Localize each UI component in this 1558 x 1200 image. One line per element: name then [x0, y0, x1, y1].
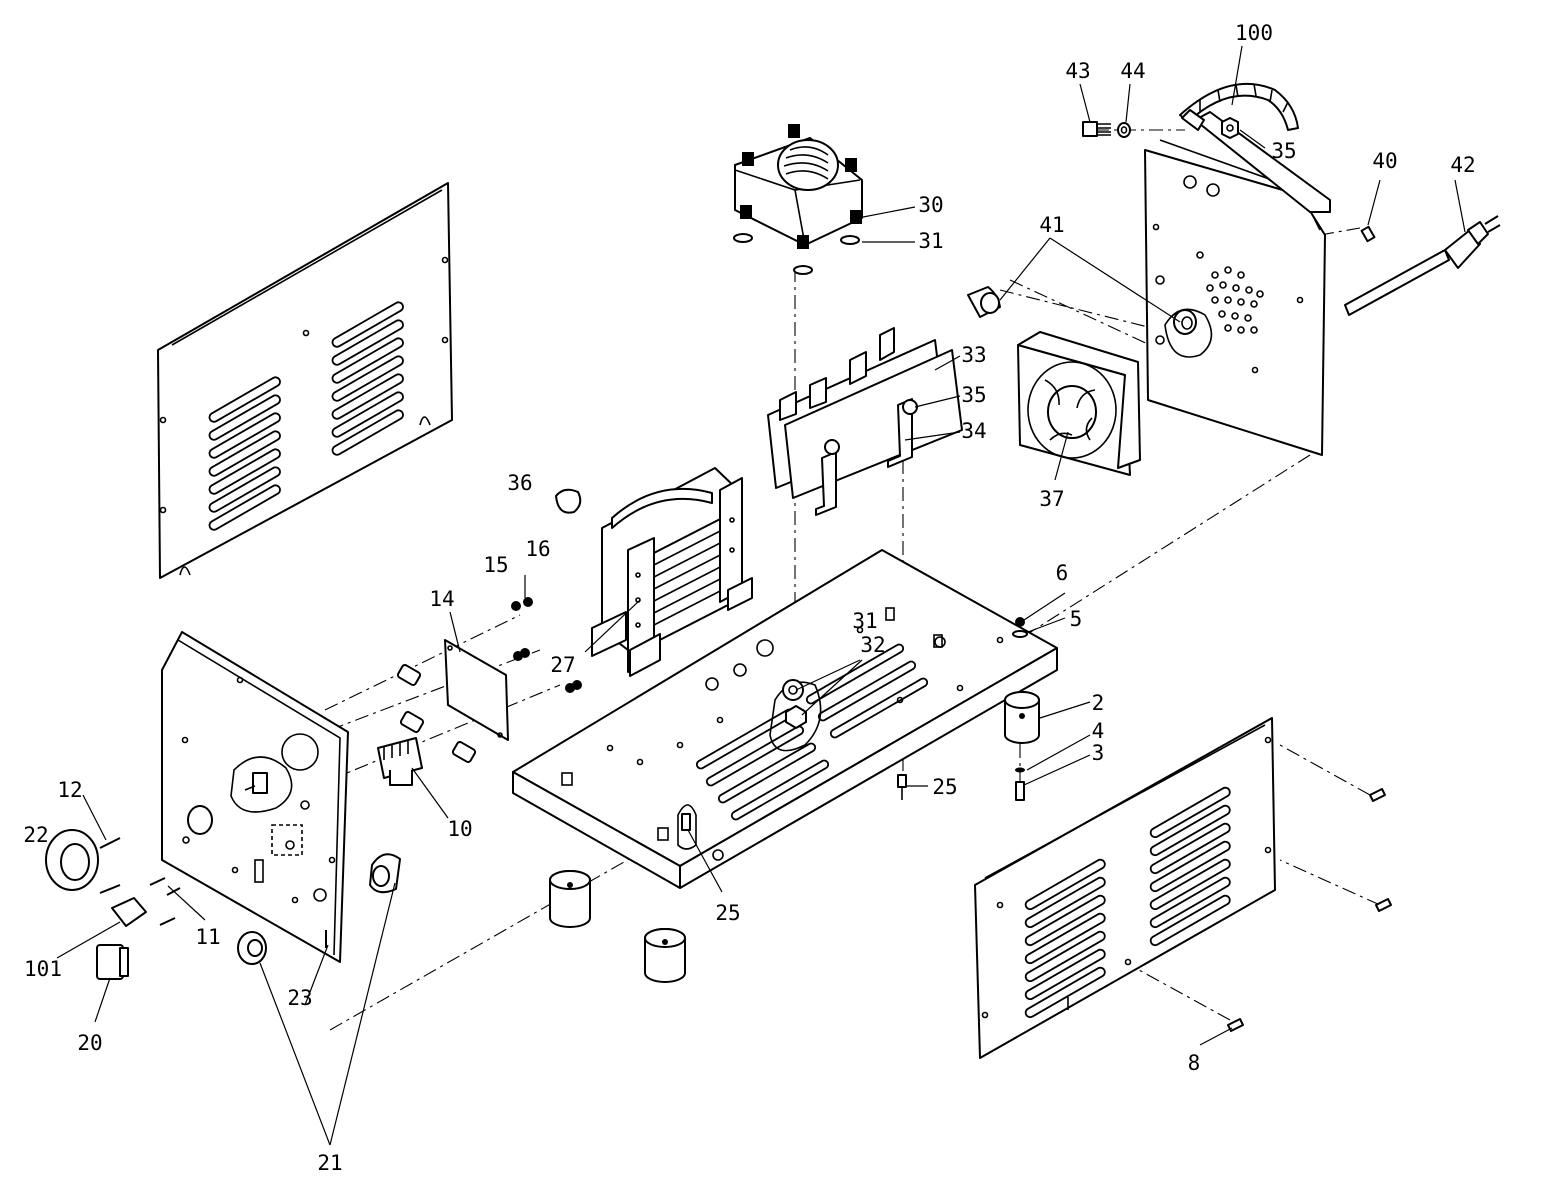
label-31-top: 31 — [918, 229, 943, 253]
side-cover-vent-slots — [1024, 786, 1231, 1019]
assembly-guide-lines — [324, 129, 1381, 1031]
coil-winding — [777, 139, 839, 191]
label-41: 41 — [1039, 213, 1064, 237]
label-101: 101 — [24, 957, 62, 981]
label-33: 33 — [961, 343, 986, 367]
potentiometer-knob-shaft — [244, 772, 268, 794]
cable-gland-22 — [45, 829, 99, 891]
leader-lines — [56, 45, 1466, 1146]
label-4: 4 — [1092, 719, 1105, 743]
label-37: 37 — [1039, 487, 1064, 511]
label-34: 34 — [961, 419, 986, 443]
nuts-15-16 — [511, 597, 582, 693]
label-20: 20 — [77, 1031, 102, 1055]
label-25-right: 25 — [932, 775, 957, 799]
label-8: 8 — [1188, 1051, 1201, 1075]
label-43: 43 — [1065, 59, 1090, 83]
front-components — [45, 597, 582, 980]
side-cover-panel — [974, 717, 1276, 1059]
label-30: 30 — [918, 193, 943, 217]
label-5: 5 — [1070, 607, 1083, 631]
screws-front — [99, 837, 181, 926]
label-36: 36 — [507, 471, 532, 495]
label-22: 22 — [23, 823, 48, 847]
label-31-mid: 31 — [852, 609, 877, 633]
label-100: 100 — [1235, 21, 1273, 45]
rectifier-assembly-33 — [767, 327, 963, 516]
power-switch-20 — [96, 944, 129, 980]
label-42: 42 — [1450, 153, 1475, 177]
label-3: 3 — [1092, 741, 1105, 765]
foot-b — [644, 928, 686, 983]
label-2: 2 — [1092, 691, 1105, 715]
front-panel — [161, 631, 349, 963]
bracket-34 — [815, 398, 913, 516]
knob-21-b — [369, 853, 401, 894]
label-27: 27 — [550, 653, 575, 677]
label-35-top: 35 — [1271, 139, 1296, 163]
label-21: 21 — [317, 1151, 342, 1175]
label-23: 23 — [287, 986, 312, 1010]
pcb-board-14 — [444, 639, 509, 741]
top-cover-panel — [157, 182, 453, 579]
control-transformer-30 — [733, 124, 863, 275]
cooling-fan-37 — [1017, 331, 1141, 476]
label-16: 16 — [525, 537, 550, 561]
label-25-bottom: 25 — [715, 901, 740, 925]
knob-21-a — [237, 931, 267, 965]
top-cover-vent-slots — [208, 301, 404, 531]
foot-2 — [1004, 691, 1040, 744]
label-44: 44 — [1120, 59, 1145, 83]
rear-panel — [1144, 111, 1331, 456]
clip-36 — [555, 488, 582, 514]
standoffs — [396, 664, 477, 763]
label-12: 12 — [57, 778, 82, 802]
base-plate-slots — [695, 643, 929, 821]
label-32: 32 — [860, 633, 885, 657]
foot-a — [549, 870, 591, 928]
rubber-feet — [549, 617, 1040, 983]
label-35-mid: 35 — [961, 383, 986, 407]
callout-labels: 100 43 44 35 40 42 30 31 41 33 35 34 37 … — [23, 21, 1475, 1175]
label-14: 14 — [429, 587, 454, 611]
grommet-41 — [967, 286, 1001, 318]
handle-100 — [1179, 82, 1299, 131]
label-10: 10 — [447, 817, 472, 841]
label-15: 15 — [483, 553, 508, 577]
label-11: 11 — [195, 925, 220, 949]
base-plate — [512, 549, 1058, 889]
terminal-block-10 — [377, 737, 423, 786]
main-transformer-27 — [591, 467, 753, 677]
label-6: 6 — [1056, 561, 1069, 585]
power-cord-42 — [1344, 215, 1501, 316]
label-40: 40 — [1372, 149, 1397, 173]
rear-vent-holes — [1206, 266, 1264, 334]
